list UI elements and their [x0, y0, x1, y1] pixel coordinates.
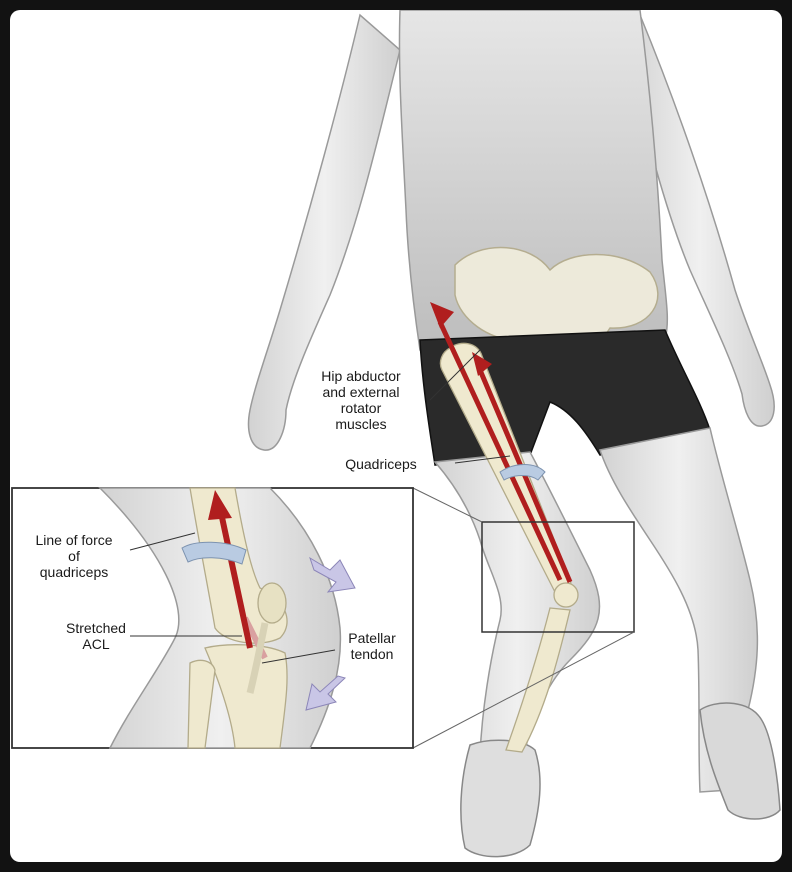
line-of-force-label: Line of force of quadriceps: [16, 532, 132, 580]
quadriceps-label: Quadriceps: [326, 456, 436, 472]
stretched-acl-label: Stretched ACL: [56, 620, 136, 652]
patellar-tendon-label: Patellar tendon: [332, 630, 412, 662]
knee-inset: [12, 488, 413, 748]
patella-bone: [554, 583, 578, 607]
left-shoe: [461, 740, 540, 856]
anatomy-illustration: [10, 10, 782, 862]
inset-patella: [258, 583, 286, 623]
right-shoe: [700, 703, 780, 819]
hip-muscles-label: Hip abductor and external rotator muscle…: [306, 368, 416, 432]
diagram-frame: Hip abductor and external rotator muscle…: [10, 10, 782, 862]
